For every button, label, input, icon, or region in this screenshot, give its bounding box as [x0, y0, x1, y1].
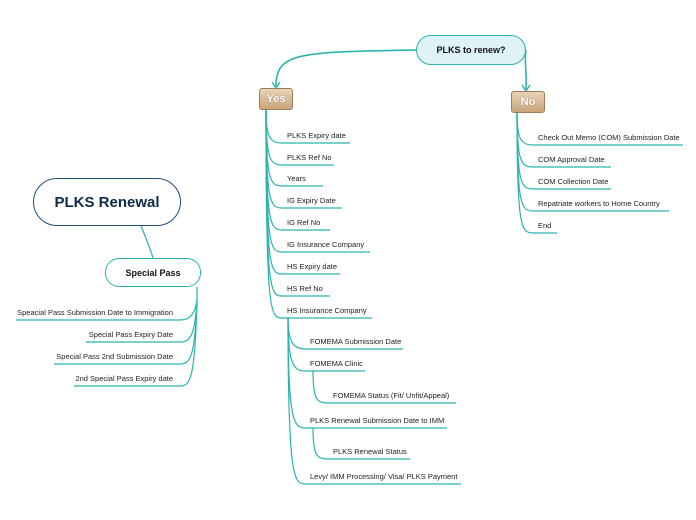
special-pass-item[interactable]: Special Pass Expiry Date: [88, 330, 173, 339]
yes-item-connector: [265, 109, 372, 319]
question-node[interactable]: PLKS to renew?: [416, 35, 526, 65]
yes-item[interactable]: PLKS Expiry date: [287, 131, 346, 140]
yes-item[interactable]: IG Insurance Company: [287, 240, 365, 249]
yes-label: Yes: [266, 93, 286, 105]
plks-status-connector: [312, 427, 410, 460]
hs-child-item[interactable]: Levy/ IMM Processing/ Visa/ PLKS Payment: [310, 472, 458, 481]
yes-node[interactable]: Yes: [259, 88, 293, 110]
question-label: PLKS to renew?: [436, 45, 506, 55]
yes-item[interactable]: IG Ref No: [287, 218, 321, 227]
special-pass-item[interactable]: Special Pass 2nd Submission Date: [56, 352, 173, 361]
plks-renewal-status-item[interactable]: PLKS Renewal Status: [333, 447, 407, 456]
no-item-connector: [516, 112, 557, 234]
yes-item[interactable]: PLKS Ref No: [287, 153, 332, 162]
yes-item[interactable]: Years: [287, 174, 306, 183]
hs-child-connector: [287, 317, 461, 485]
special-pass-item[interactable]: 2nd Special Pass Expiry date: [75, 374, 173, 383]
special-pass-item-connector: [74, 299, 198, 387]
hs-child-item[interactable]: PLKS Renewal Submission Date to IMM: [310, 416, 445, 425]
yes-item[interactable]: HS Ref No: [287, 284, 323, 293]
no-item[interactable]: COM Approval Date: [538, 155, 605, 164]
special-pass-item[interactable]: Speacial Pass Submission Date to Immigra…: [17, 308, 173, 317]
hs-child-item[interactable]: FOMEMA Submission Date: [310, 337, 402, 346]
hs-child-connector: [287, 317, 447, 429]
question-yes-connector: [275, 49, 417, 87]
root-topic[interactable]: PLKS Renewal: [33, 178, 181, 226]
no-item[interactable]: End: [538, 221, 552, 230]
root-title: PLKS Renewal: [54, 193, 160, 211]
question-no-connector: [524, 49, 528, 90]
no-item[interactable]: COM Collection Date: [538, 177, 609, 186]
special-pass-node[interactable]: Special Pass: [105, 258, 201, 287]
fomema-status-connector: [312, 370, 456, 404]
special-pass-label: Special Pass: [125, 267, 181, 278]
root-special-connector: [140, 225, 154, 259]
no-label: No: [520, 96, 536, 108]
yes-item[interactable]: IG Expiry Date: [287, 196, 336, 205]
no-item[interactable]: Check Out Memo (COM) Submission Date: [538, 133, 680, 142]
yes-item-connector: [265, 109, 330, 231]
fomema-status-item[interactable]: FOMEMA Status (Fit/ Unfit/Appeal): [333, 391, 450, 400]
hs-child-item[interactable]: FOMEMA Clinic: [310, 359, 363, 368]
no-node[interactable]: No: [511, 91, 545, 113]
no-item[interactable]: Repatriate workers to Home Country: [538, 199, 660, 208]
yes-item[interactable]: HS Expiry date: [287, 262, 338, 271]
yes-item[interactable]: HS Insurance Company: [287, 306, 367, 315]
